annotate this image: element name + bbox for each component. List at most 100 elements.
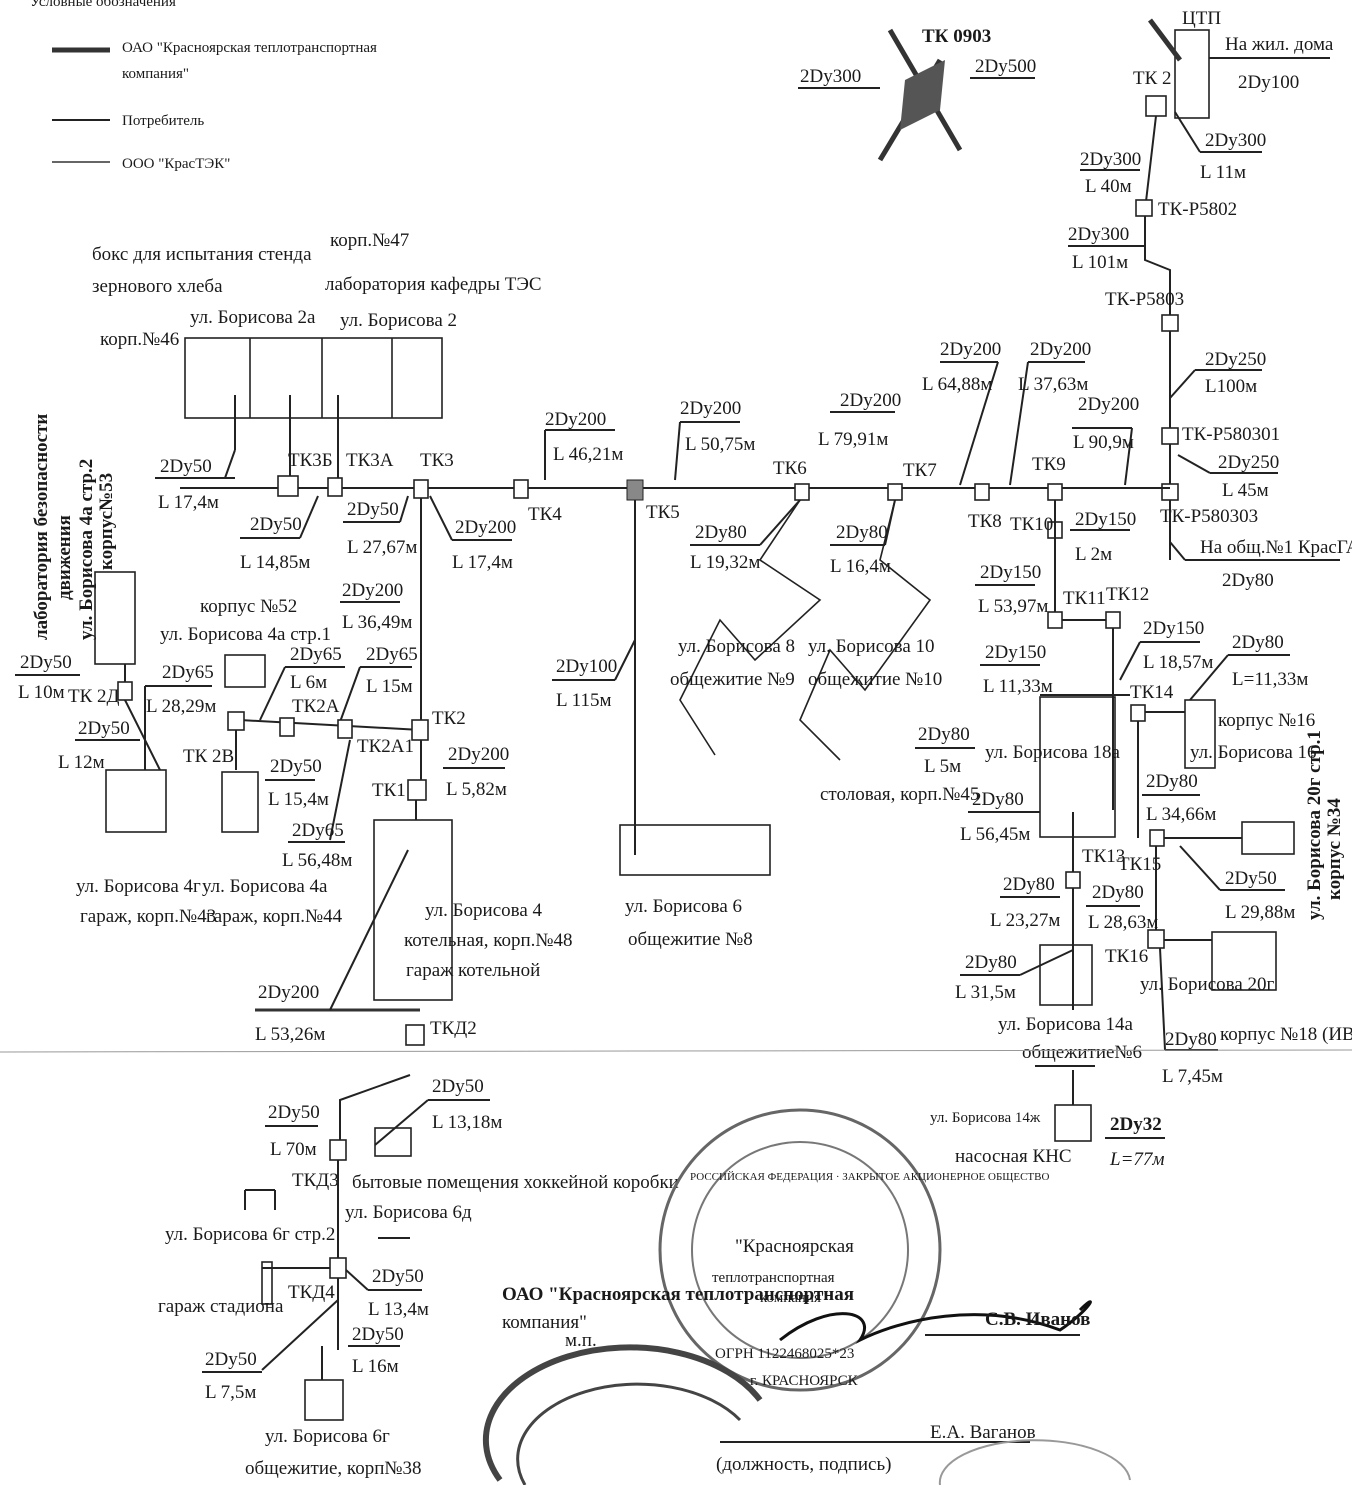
pipe-label: 2Dy250 xyxy=(1218,452,1279,473)
stamp3-arc xyxy=(938,1439,1131,1485)
building-label: бокс для испытания стенда xyxy=(92,244,312,265)
signer-name: С.В. Иванов xyxy=(985,1309,1090,1330)
pipe-label: L 17,4м xyxy=(158,492,219,513)
building-label: ул. Борисова 14ж xyxy=(930,1110,1041,1126)
pipe-label: L 7,5м xyxy=(205,1382,256,1403)
pipe-label: L 115м xyxy=(556,690,611,711)
pipe-label: 2Dy80 xyxy=(836,522,888,543)
node-box xyxy=(117,681,133,701)
node-box xyxy=(1130,704,1146,722)
node-box xyxy=(1105,611,1121,629)
pipe-line xyxy=(299,495,319,539)
stamp-text: компания" xyxy=(760,1290,827,1306)
building-block xyxy=(184,337,443,419)
building-label: корпус №16 xyxy=(1218,710,1315,731)
ctp-building xyxy=(1174,29,1210,119)
pipe-label: L 37,63м xyxy=(1018,374,1088,395)
legend-title: Условные обозначения xyxy=(30,0,176,10)
pipe-label: 2Dy80 xyxy=(972,789,1024,810)
building-label: ул. Борисова 6 xyxy=(625,896,742,917)
node-label: ТК 0903 xyxy=(922,26,991,47)
node-box xyxy=(279,717,295,737)
pipe-label: 2Dy80 xyxy=(1222,570,1274,591)
pipe-label: 2Dy80 xyxy=(1146,771,1198,792)
node-label: ТК-Р580301 xyxy=(1182,424,1280,445)
pipe-label: 2Dy500 xyxy=(975,56,1036,77)
node-box xyxy=(1161,314,1179,332)
pipe-label: 2Dy150 xyxy=(1075,509,1136,530)
building-label: движения xyxy=(54,515,75,600)
pipe-label: 2Dy80 xyxy=(1092,882,1144,903)
pipe-line xyxy=(429,495,453,541)
pipe-label: 2Dy50 xyxy=(78,718,130,739)
node-label: ТК1 xyxy=(372,780,406,801)
pipe-label: L 17,4м xyxy=(452,552,513,573)
pipe-label: L 90,9м xyxy=(1073,432,1134,453)
pipe-line xyxy=(1148,18,1182,62)
building-label: ул. Борисова 4 xyxy=(425,900,543,921)
node-label: ТК 2 xyxy=(1133,68,1172,89)
pipe-label: L 56,45м xyxy=(960,824,1030,845)
pipe-label: L 11,33м xyxy=(983,676,1053,697)
pipe-label: L 16м xyxy=(352,1356,399,1377)
pipe-label: L 53,26м xyxy=(255,1024,325,1045)
pipe-line xyxy=(329,739,351,841)
pipe-label: L 28,29м xyxy=(146,696,216,717)
node-box xyxy=(1161,483,1179,501)
pipe-label: 2Dy200 xyxy=(1030,339,1091,360)
node-label: ТК13 xyxy=(1082,846,1125,867)
pipe-label: 2Dy50 xyxy=(352,1324,404,1345)
node-label: ТК12 xyxy=(1106,584,1149,605)
pipe-label: L 101м xyxy=(1072,252,1128,273)
building-label: ул. Борисова 10 xyxy=(808,636,935,657)
node-label: ТК15 xyxy=(1118,854,1161,875)
pipe-line xyxy=(1174,111,1201,153)
building-label: ул. Борисова 6г стр.2 xyxy=(165,1224,335,1245)
stamp-text: ОГРН 1122468025*23 xyxy=(715,1346,854,1362)
pipe-label: 2Dy200 xyxy=(545,409,606,430)
building-label: насосная КНС xyxy=(955,1146,1072,1167)
building-label: котельная, корп.№48 xyxy=(404,930,573,951)
pipe-label: 2Dy65 xyxy=(292,820,344,841)
building-label: корп.№46 xyxy=(100,329,179,350)
pipe-line xyxy=(1179,845,1221,891)
pipe-line xyxy=(1144,115,1171,560)
building-label: общежитие №9 xyxy=(670,669,795,690)
building-label: корпус №52 xyxy=(200,596,297,617)
building-block xyxy=(1054,1104,1092,1142)
pipe-line xyxy=(239,719,422,731)
pipe-label: 2Dy50 xyxy=(205,1349,257,1370)
node-label: ТК9 xyxy=(1032,454,1066,475)
node-label: ТК-Р580303 xyxy=(1160,506,1258,527)
building-label: столовая, корп.№45 xyxy=(820,784,979,805)
node-label: ТКД2 xyxy=(430,1018,477,1039)
pipe-label: L 15м xyxy=(366,676,413,697)
node-box xyxy=(337,719,353,739)
org-label: ОАО "Красноярская теплотранспортная xyxy=(502,1284,854,1305)
pipe-label: L 70м xyxy=(270,1139,317,1160)
pipe-label: 2Dy100 xyxy=(1238,72,1299,93)
node-label: ТК5 xyxy=(646,502,680,523)
pipe-line xyxy=(374,1099,429,1146)
pipe-label: 2Dy50 xyxy=(1225,868,1277,889)
pipe-label: 2Dy200 xyxy=(680,398,741,419)
building-label: ул. Борисова 4а стр.1 xyxy=(160,624,331,645)
node-box xyxy=(1145,95,1167,117)
tk0903-node xyxy=(900,60,945,130)
pipe-label: 2Dy50 xyxy=(160,456,212,477)
pipe-label: L 36,49м xyxy=(342,612,412,633)
building-block xyxy=(1211,931,1277,991)
pipe-label: L 14,85м xyxy=(240,552,310,573)
node-box xyxy=(626,479,644,501)
building-block xyxy=(224,654,266,688)
pipe-label: L 18,57м xyxy=(1143,652,1213,673)
building-label: общежитие №10 xyxy=(808,669,942,690)
stamp-text: теплотранспортная xyxy=(712,1270,835,1286)
pipe-line xyxy=(1159,947,1166,1051)
pipe-label: L 79,91м xyxy=(818,429,888,450)
pipe-label: 2Dy80 xyxy=(1003,874,1055,895)
pipe-label: L 40м xyxy=(1085,176,1132,197)
pipe-label: 2Dy200 xyxy=(840,390,901,411)
building-label: ул. Борисова 4г xyxy=(76,876,201,897)
pipe-line xyxy=(345,1269,369,1291)
